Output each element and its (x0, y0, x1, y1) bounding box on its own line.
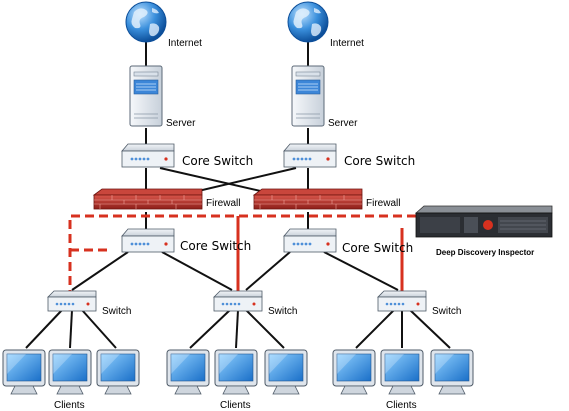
label-firewall-right: Firewall (366, 198, 400, 209)
link-sw2-c2 (235, 309, 239, 349)
label-core-switch-mid-left: Core Switch (180, 239, 251, 253)
link-core2-right-sw3 (323, 251, 399, 291)
monitor-icon-6 (264, 349, 308, 395)
globe-icon-right (287, 1, 329, 43)
link-sw1-c1 (25, 309, 63, 349)
label-clients-right: Clients (386, 400, 417, 411)
label-server-right: Server (328, 118, 358, 129)
label-switch-right: Switch (432, 306, 461, 317)
monitor-icon-5 (214, 349, 258, 395)
label-ddi: Deep Discovery Inspector (436, 248, 534, 257)
firewall-icon-right (253, 188, 363, 210)
monitor-icon-1 (2, 349, 46, 395)
core-switch-icon-mid-left (121, 228, 175, 253)
monitor-icon-2 (48, 349, 92, 395)
link-sw2-c3 (245, 309, 285, 349)
link-sw1-c2 (69, 309, 73, 349)
link-core2-left-sw2 (161, 251, 233, 291)
switch-icon-left (47, 290, 97, 312)
switch-icon-right (377, 290, 427, 312)
mirror-links (68, 214, 416, 300)
label-clients-left: Clients (54, 400, 85, 411)
label-server-left: Server (166, 118, 196, 129)
link-sw2-c1 (189, 309, 231, 349)
link-core2-left-sw1 (71, 251, 129, 291)
monitor-icon-4 (166, 349, 210, 395)
monitor-icon-9 (430, 349, 474, 395)
core-switch-icon-top-left (121, 143, 175, 168)
core-switch-icon-top-right (283, 143, 337, 168)
server-icon-left (129, 65, 163, 127)
label-core-switch-top-left: Core Switch (182, 154, 253, 168)
firewall-icon-left (93, 188, 203, 210)
link-sw1-c3 (81, 309, 117, 349)
label-core-switch-mid-right: Core Switch (342, 241, 413, 255)
label-internet-left: Internet (168, 38, 202, 49)
label-clients-center: Clients (220, 400, 251, 411)
switch-icon-center (213, 290, 263, 312)
label-switch-left: Switch (102, 306, 131, 317)
server-icon-right (291, 65, 325, 127)
label-switch-center: Switch (268, 306, 297, 317)
mirror-dashed-firewall-tap (68, 214, 416, 296)
link-sw3-c1 (355, 309, 395, 349)
appliance-icon (414, 205, 553, 238)
label-internet-right: Internet (330, 38, 364, 49)
links (25, 42, 451, 349)
monitor-icon-7 (332, 349, 376, 395)
link-sw3-c3 (409, 309, 451, 349)
link-core2-right-sw2 (245, 251, 291, 291)
core-switch-icon-mid-right (283, 228, 337, 253)
monitor-icon-3 (96, 349, 140, 395)
label-firewall-left: Firewall (206, 198, 240, 209)
globe-icon-left (125, 1, 167, 43)
monitor-icon-8 (380, 349, 424, 395)
label-core-switch-top-right: Core Switch (344, 154, 415, 168)
